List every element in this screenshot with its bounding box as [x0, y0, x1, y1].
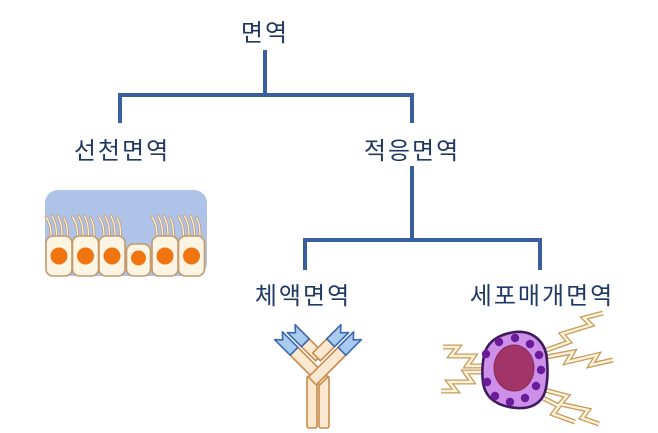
node-immunity: 면역	[240, 20, 290, 47]
antibody-icon	[273, 321, 363, 429]
node-adaptive-immunity: 적응면역	[363, 138, 461, 165]
epithelial-barrier-icon	[42, 190, 207, 282]
immune-cell-icon	[441, 310, 614, 427]
node-cell-mediated-immunity: 세포매개면역	[469, 283, 615, 310]
node-humoral-immunity: 체액면역	[254, 283, 352, 310]
goblet-cell	[125, 243, 152, 277]
receptor-spikes	[441, 310, 614, 427]
cell-nucleus	[493, 344, 535, 392]
granules	[481, 333, 546, 407]
node-innate-immunity: 선천면역	[73, 138, 171, 165]
